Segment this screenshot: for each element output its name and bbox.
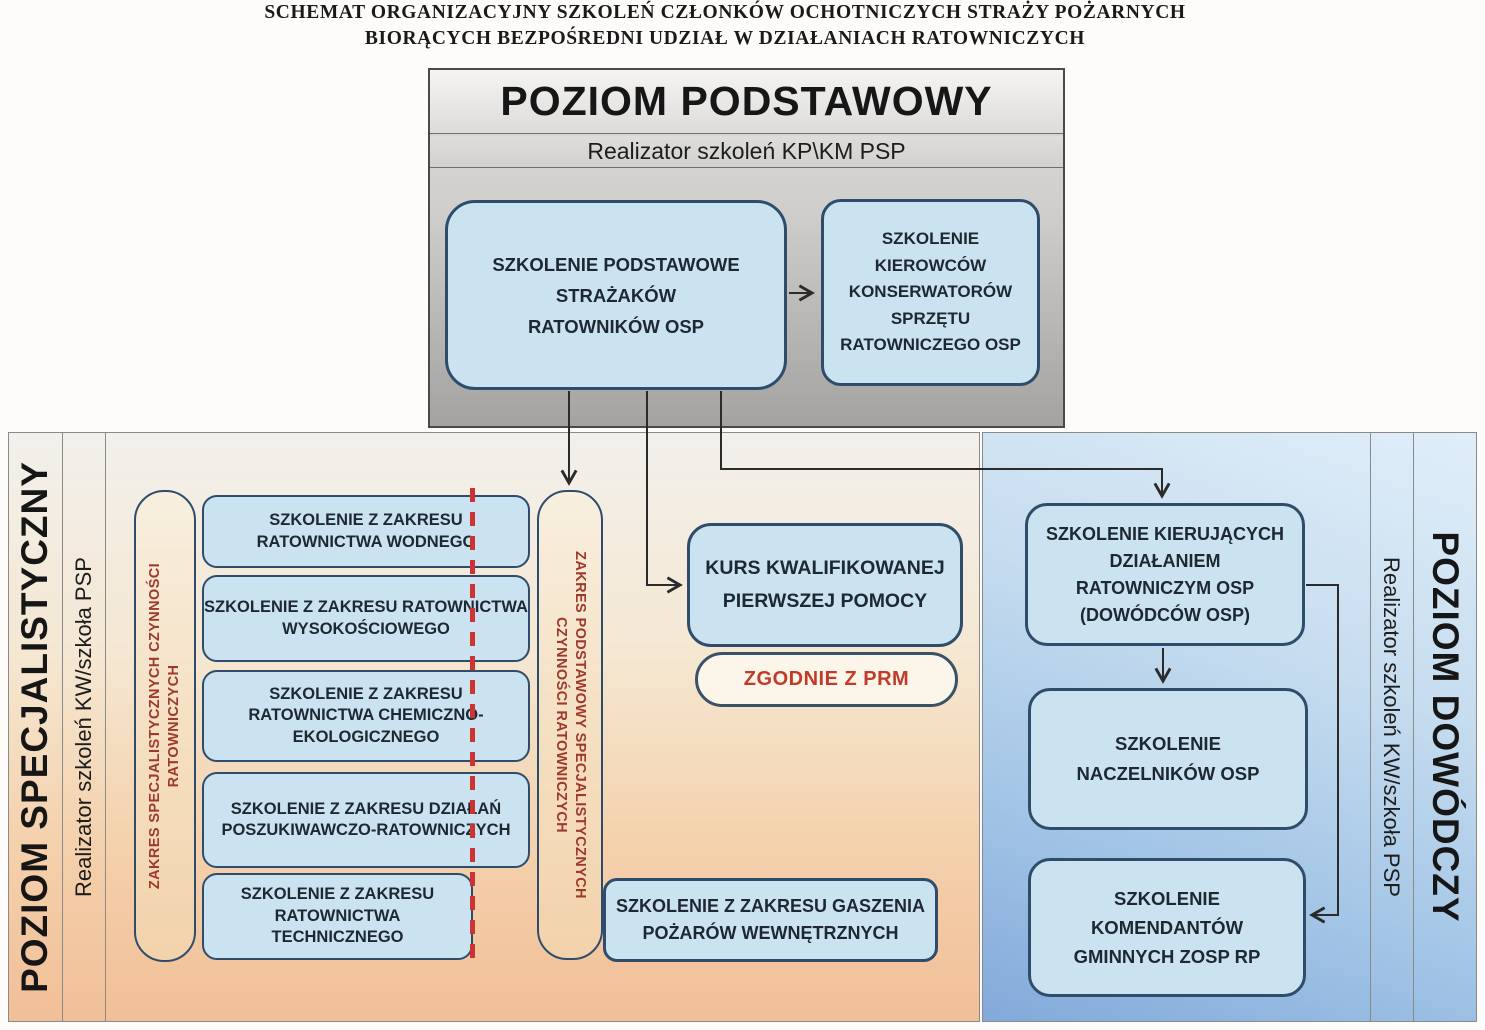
specialist-scope-pill-label: ZAKRES SPECJALISTYCZNYCH CZYNNOŚCI RATOW… <box>147 562 182 890</box>
specialist-divider-1 <box>62 432 63 1022</box>
node-chemical-ecological-rescue-training: SZKOLENIE Z ZAKRESU RATOWNICTWA CHEMICZN… <box>202 670 530 762</box>
node-height-rescue-training: SZKOLENIE Z ZAKRESU RATOWNICTWA WYSOKOŚC… <box>202 575 530 662</box>
basic-scope-pill <box>537 490 603 960</box>
basic-level-provider: Realizator szkoleń KP\KM PSP <box>430 135 1063 168</box>
node-search-rescue-training: SZKOLENIE Z ZAKRESU DZIAŁAŃ POSZUKIWAWCZ… <box>202 772 530 868</box>
command-divider-2 <box>1413 432 1414 1022</box>
command-level-provider: Realizator szkoleń KW/szkoła PSP <box>1379 557 1404 897</box>
node-interior-fires-training: SZKOLENIE Z ZAKRESU GASZENIA POŻARÓW WEW… <box>603 878 938 962</box>
specialist-divider-2 <box>105 432 106 1022</box>
node-basic-firefighter-training: SZKOLENIE PODSTAWOWE STRAŻAKÓW RATOWNIKÓ… <box>445 200 787 390</box>
specialist-level-title: POZIOM SPECJALISTYCZNY <box>14 461 55 993</box>
specialist-level-provider: Realizator szkoleń KW/szkoła PSP <box>71 557 96 897</box>
command-divider-1 <box>1370 432 1371 1022</box>
node-municipal-commandants-training: SZKOLENIE KOMENDANTÓW GMINNYCH ZOSP RP <box>1028 858 1306 997</box>
command-level-title: POZIOM DOWÓDCZY <box>1425 531 1466 923</box>
node-qualified-first-aid-course: KURS KWALIFIKOWANEJ PIERWSZEJ POMOCY <box>687 523 963 647</box>
prm-note-pill: ZGODNIE Z PRM <box>695 652 958 707</box>
basic-level-title: POZIOM PODSTAWOWY <box>430 70 1063 134</box>
node-osp-chiefs-training: SZKOLENIE NACZELNIKÓW OSP <box>1028 688 1308 830</box>
node-technical-rescue-training: SZKOLENIE Z ZAKRESU RATOWNICTWA TECHNICZ… <box>202 873 473 960</box>
document-title-line2: BIORĄCYCH BEZPOŚREDNI UDZIAŁ W DZIAŁANIA… <box>364 28 1086 49</box>
red-dashed-divider <box>470 488 475 960</box>
specialist-scope-pill <box>134 490 196 962</box>
document-title-line1: SCHEMAT ORGANIZACYJNY SZKOLEŃ CZŁONKÓW O… <box>264 2 1186 23</box>
node-water-rescue-training: SZKOLENIE Z ZAKRESU RATOWNICTWA WODNEGO <box>202 495 530 568</box>
document-title: SCHEMAT ORGANIZACYJNY SZKOLEŃ CZŁONKÓW O… <box>0 0 1450 52</box>
node-drivers-maintainers-training: SZKOLENIE KIEROWCÓW KONSERWATORÓW SPRZĘT… <box>821 199 1040 386</box>
basic-scope-pill-label: ZAKRES PODSTAWOWY SPECJALISTYCZNYCH CZYN… <box>553 551 588 899</box>
node-rescue-commanders-training: SZKOLENIE KIERUJĄCYCH DZIAŁANIEM RATOWNI… <box>1025 503 1305 646</box>
